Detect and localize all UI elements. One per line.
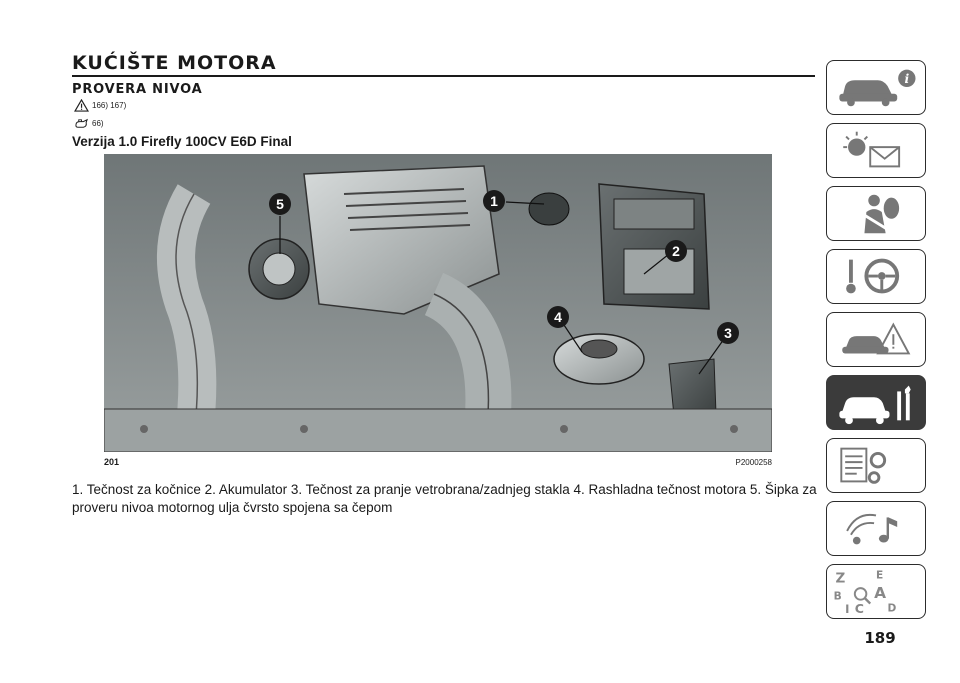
environment-refs: 66) [92,119,104,128]
title-divider [72,75,815,77]
svg-text:i: i [904,71,909,86]
index-letter: D [888,602,897,614]
alphabetical-index-icon: Z E B A C D I [834,569,897,616]
tab-car-info[interactable]: i [826,60,926,115]
tab-technical-data[interactable] [826,438,926,493]
car-info-icon: i [839,69,916,107]
index-letter: Z [836,570,846,586]
callout-1: 1 [490,193,498,209]
airbag-seatbelt-icon [861,194,900,234]
technical-data-gears-icon [840,447,887,484]
callout-3: 3 [724,325,732,341]
tab-emergency[interactable] [826,312,926,367]
emergency-accident-icon [842,322,911,355]
section-title: KUĆIŠTE MOTORA [72,52,277,74]
tab-index[interactable]: Z E B A C D I [826,564,926,619]
warning-lights-message-icon [843,131,901,168]
figure-caption: 1. Tečnost za kočnice 2. Akumulator 3. T… [72,482,817,515]
index-letter: E [876,569,883,581]
index-letter: C [855,601,864,616]
figure-number: 201 [104,457,120,467]
tab-safety[interactable] [826,186,926,241]
oil-can-icon [75,118,88,128]
index-letter: A [874,584,886,602]
multimedia-music-icon [846,513,898,545]
section-subtitle: PROVERA NIVOA [72,82,203,97]
callout-4: 4 [554,309,562,325]
tab-warning-lights[interactable] [826,123,926,178]
tab-maintenance[interactable] [826,375,926,430]
index-letter: I [845,602,849,616]
engine-bay-illustration: 1 2 3 4 5 [104,154,772,452]
engine-version-heading: Verzija 1.0 Firefly 100CV E6D Final [72,134,292,149]
callout-5: 5 [276,196,284,212]
warning-triangle-icon [74,99,89,112]
steering-wheel-key-icon [846,258,900,294]
tab-starting-driving[interactable] [826,249,926,304]
car-maintenance-tools-icon [839,385,911,425]
tab-multimedia[interactable] [826,501,926,556]
warning-reference-row: 166) 167) [74,99,126,112]
page-number: 189 [864,629,896,647]
environment-reference-row: 66) [74,117,104,130]
warning-refs: 166) 167) [92,101,127,110]
index-letter: B [834,591,842,603]
callout-2: 2 [672,243,680,259]
figure-code: P2000258 [735,458,772,467]
